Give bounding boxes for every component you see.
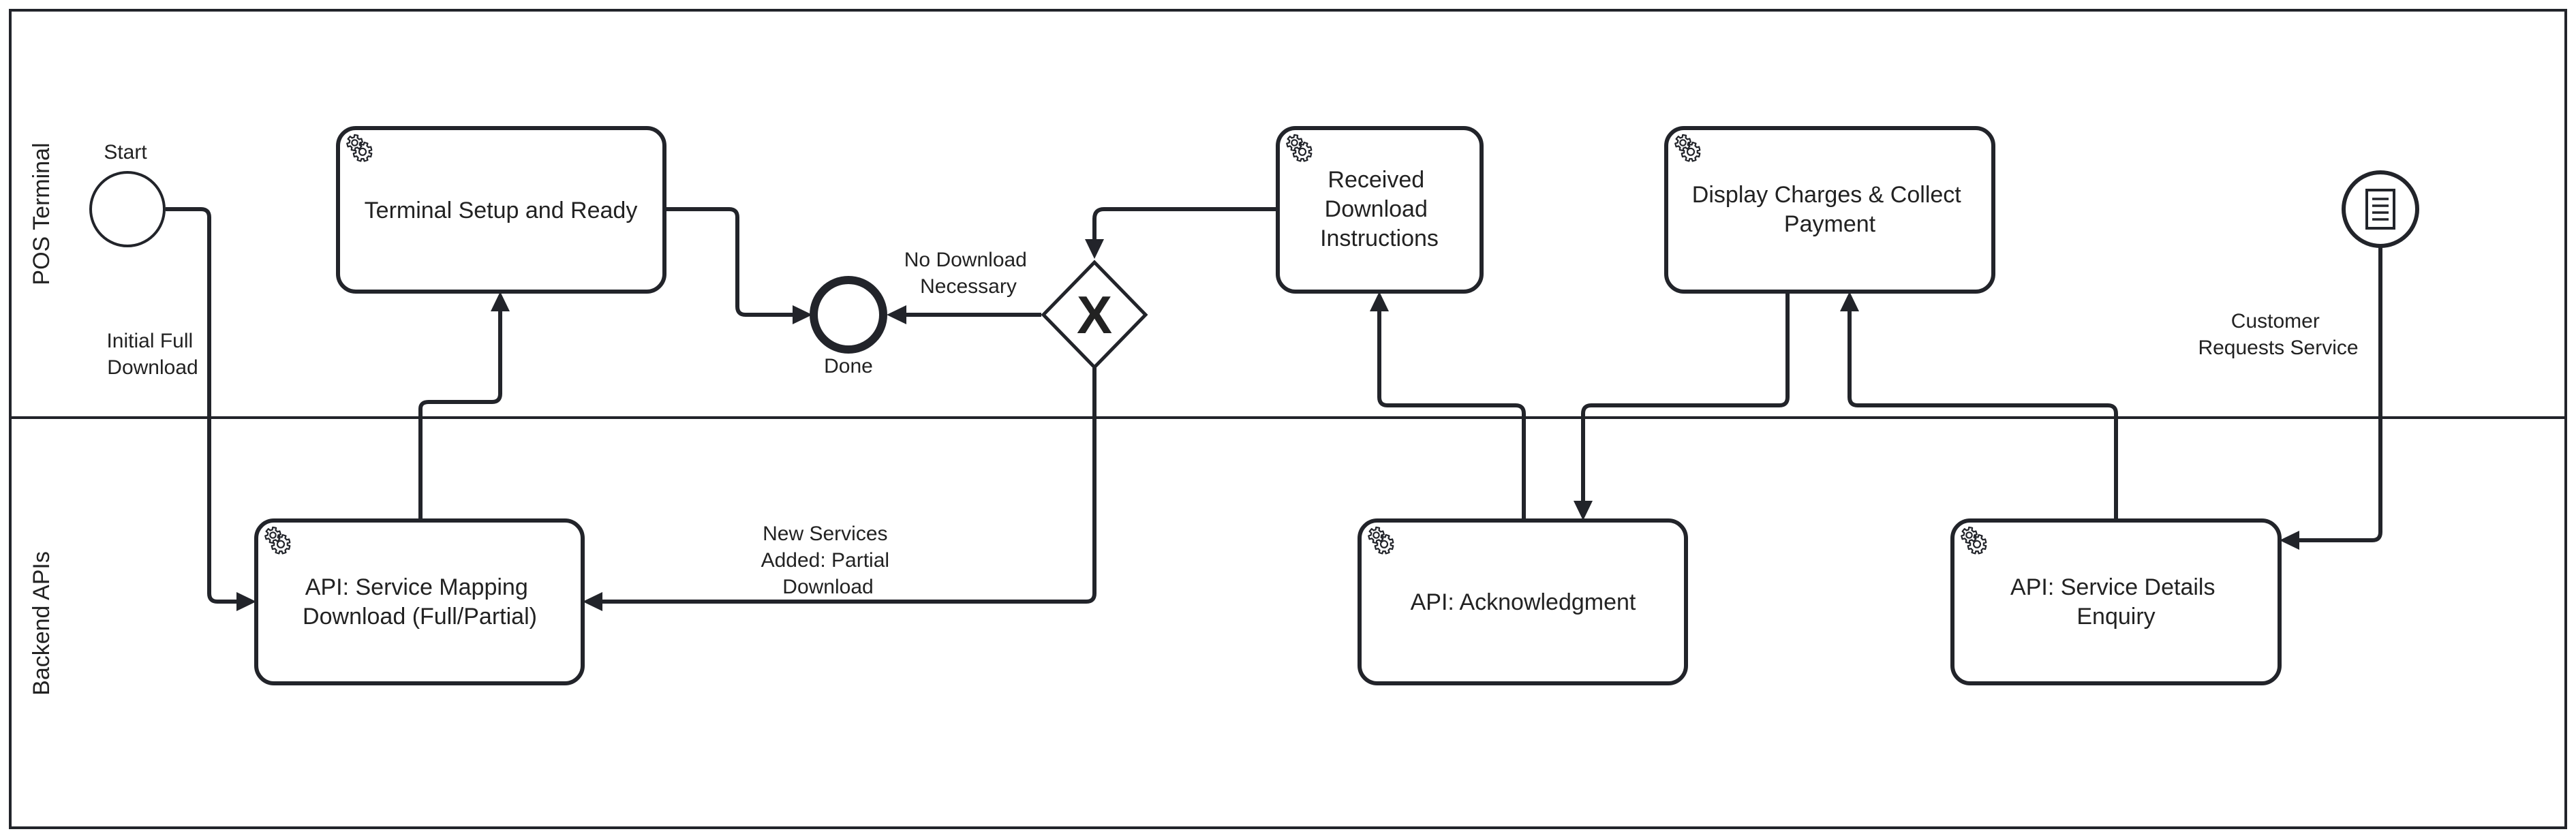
flow-gateway-to-done[interactable] [887,305,1041,324]
edge-label-no-download: No Download Necessary [904,249,1032,298]
edge-label-customer-requests-line-1: Customer [2231,310,2320,332]
flow-gateway-to-api-mapping[interactable] [583,368,1097,611]
task-api-service-mapping-line-2: Download (Full/Partial) [303,604,537,630]
edge-label-new-services-line-3: Download [782,576,873,598]
flow-terminal-setup-to-done[interactable] [664,207,812,324]
task-terminal-setup-label: Terminal Setup and Ready [365,198,638,223]
lane-label-pos-terminal: POS Terminal [29,142,55,285]
flow-api-ack-to-received[interactable] [1370,292,1526,521]
flow-received-to-gateway[interactable] [1085,207,1277,259]
end-event-label: Done [824,355,873,377]
task-api-service-details-label: API: Service Details Enquiry [2010,574,2222,630]
task-api-service-details[interactable]: API: Service Details Enquiry [1950,518,2282,685]
gateway-symbol: X [1077,285,1112,345]
task-received-download-line-3: Instructions [1320,226,1439,251]
flow-api-mapping-to-terminal-setup[interactable] [418,292,510,521]
edge-label-no-download-line-1: No Download [904,249,1027,271]
task-api-service-details-line-1: API: Service Details [2010,574,2215,600]
edge-label-initial-full-download: Initial Full Download [106,330,198,379]
edge-label-new-services-line-2: Added: Partial [761,549,889,572]
edge-label-new-services-line-1: New Services [763,523,887,545]
task-received-download-label: Received Download Instructions [1320,167,1439,251]
start-event[interactable] [89,171,166,247]
task-terminal-setup-line-1: Terminal Setup and Ready [365,198,638,223]
edge-label-initial-full-download-line-1: Initial Full [106,330,193,352]
task-api-acknowledgment-label: API: Acknowledgment [1411,589,1636,615]
task-api-service-mapping-label: API: Service Mapping Download (Full/Part… [303,574,537,630]
flow-api-details-to-display[interactable] [1840,292,2118,521]
task-display-charges-label: Display Charges & Collect Payment [1692,182,1967,237]
edge-label-initial-full-download-line-2: Download [107,356,198,379]
task-received-download[interactable]: Received Download Instructions [1276,126,1484,294]
task-received-download-line-2: Download [1325,196,1428,222]
task-display-charges-line-2: Payment [1784,211,1876,237]
exclusive-gateway[interactable]: X [1041,260,1148,370]
task-api-service-details-line-2: Enquiry [2076,604,2155,630]
end-event[interactable] [810,276,887,354]
flow-display-to-api-ack[interactable] [1574,292,1790,521]
flow-start-to-api-mapping[interactable] [166,207,256,611]
start-event-label: Start [104,141,147,164]
task-display-charges-line-1: Display Charges & Collect [1692,182,1961,208]
task-api-acknowledgment-line-1: API: Acknowledgment [1411,589,1636,615]
lane-label-backend-apis: Backend APIs [29,551,55,696]
flow-customer-request-to-api-details[interactable] [2280,247,2382,550]
edge-label-customer-requests: Customer Requests Service [2198,310,2358,359]
document-icon [2365,189,2395,230]
task-api-service-mapping-line-1: API: Service Mapping [305,574,528,600]
task-api-service-mapping[interactable]: API: Service Mapping Download (Full/Part… [254,518,585,685]
task-received-download-line-1: Received [1328,167,1424,193]
task-terminal-setup[interactable]: Terminal Setup and Ready [336,126,666,294]
edge-label-customer-requests-line-2: Requests Service [2198,337,2358,359]
edge-label-new-services: New Services Added: Partial Download [761,523,895,598]
task-display-charges[interactable]: Display Charges & Collect Payment [1664,126,1995,294]
message-start-event[interactable] [2342,170,2419,248]
task-api-acknowledgment[interactable]: API: Acknowledgment [1358,518,1688,685]
edge-label-no-download-line-2: Necessary [920,275,1017,298]
